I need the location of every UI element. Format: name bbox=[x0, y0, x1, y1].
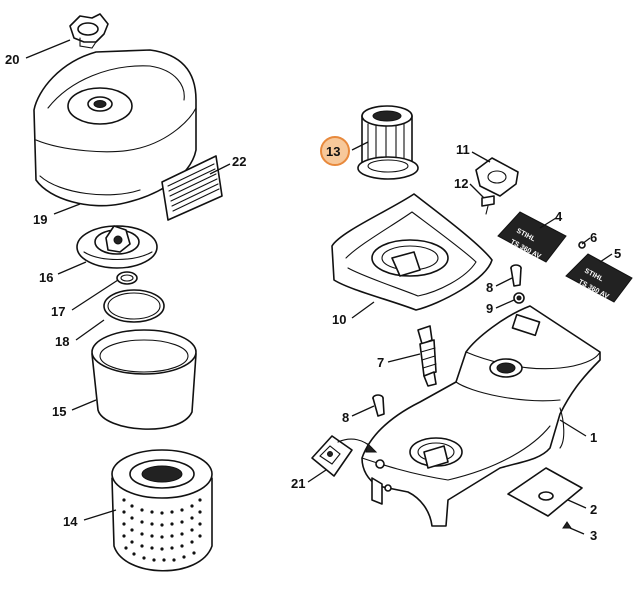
callout-10[interactable]: 10 bbox=[332, 312, 346, 327]
part-3-small-screw bbox=[562, 521, 572, 529]
callout-21[interactable]: 21 bbox=[291, 476, 305, 491]
part-9-washer bbox=[513, 292, 525, 304]
part-12-screw bbox=[481, 195, 495, 215]
part-21-warning-sticker bbox=[311, 435, 378, 477]
callout-12[interactable]: 12 bbox=[454, 176, 468, 191]
part-20-star-knob bbox=[69, 13, 109, 49]
callout-18[interactable]: 18 bbox=[55, 334, 69, 349]
callout-3[interactable]: 3 bbox=[590, 528, 597, 543]
part-2-bottom-plate bbox=[507, 467, 583, 517]
callout-13[interactable]: 13 bbox=[326, 144, 340, 159]
callout-17[interactable]: 17 bbox=[51, 304, 65, 319]
highlight-circle-13 bbox=[320, 136, 350, 166]
callout-8-upper[interactable]: 8 bbox=[486, 280, 493, 295]
callout-6[interactable]: 6 bbox=[590, 230, 597, 245]
part-1-main-housing bbox=[361, 305, 601, 527]
part-15-filter-sleeve bbox=[91, 329, 197, 430]
part-18-large-ring bbox=[103, 289, 165, 323]
callout-1[interactable]: 1 bbox=[590, 430, 597, 445]
callout-16[interactable]: 16 bbox=[39, 270, 53, 285]
part-5-label-plate: STIHL TS 360 AV bbox=[565, 253, 633, 303]
leader-lines bbox=[25, 39, 613, 535]
part-10-base-plate bbox=[331, 193, 493, 311]
part-17-small-ring bbox=[116, 271, 138, 285]
callout-7[interactable]: 7 bbox=[377, 355, 384, 370]
callout-19[interactable]: 19 bbox=[33, 212, 47, 227]
callout-14[interactable]: 14 bbox=[63, 514, 78, 529]
part-22-grille bbox=[161, 155, 223, 221]
callout-15[interactable]: 15 bbox=[52, 404, 66, 419]
callout-labels: 20 19 22 16 17 18 15 14 13 11 12 4 6 5 8… bbox=[5, 52, 621, 543]
callout-2[interactable]: 2 bbox=[590, 502, 597, 517]
callout-11[interactable]: 11 bbox=[456, 142, 470, 157]
callout-8-lower[interactable]: 8 bbox=[342, 410, 349, 425]
part-14-filter-element bbox=[111, 449, 213, 572]
callout-22[interactable]: 22 bbox=[232, 154, 246, 169]
callout-9[interactable]: 9 bbox=[486, 301, 493, 316]
part-8-bolt-lower bbox=[372, 394, 385, 417]
callout-5[interactable]: 5 bbox=[614, 246, 621, 261]
part-16-filter-base bbox=[76, 225, 158, 269]
part-11-flange bbox=[475, 157, 519, 197]
callout-20[interactable]: 20 bbox=[5, 52, 19, 67]
part-7-stud bbox=[417, 325, 437, 387]
part-13-pre-filter bbox=[357, 105, 419, 180]
callout-4[interactable]: 4 bbox=[555, 209, 563, 224]
part-8-bolt-upper bbox=[510, 264, 522, 287]
part-19-filter-cover bbox=[33, 49, 197, 207]
